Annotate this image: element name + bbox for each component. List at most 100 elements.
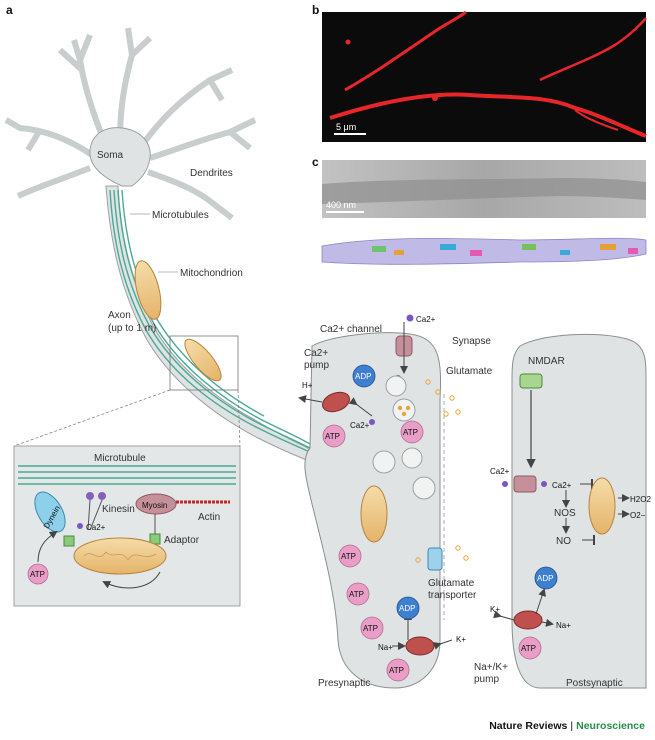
atp-molecule (346, 582, 370, 606)
zoom-box (169, 335, 239, 391)
calcium-ion-label: Ca2+ (416, 315, 436, 324)
h2o2-label: H2O2 (630, 495, 651, 504)
calcium-pump-label-1: Ca2+ (304, 348, 328, 359)
superoxide-label: O2− (630, 511, 646, 520)
inset-atp-label: ATP (30, 570, 45, 579)
potassium-label-pre: K+ (456, 635, 466, 644)
atp-label-1: ATP (325, 432, 340, 441)
calcium-channel-label: Ca2+ channel (320, 324, 382, 335)
dendrite (146, 169, 234, 221)
atp-label-7: ATP (521, 644, 536, 653)
atp-molecule (360, 616, 384, 640)
adaptor-label: Adaptor (164, 535, 200, 546)
calcium-ion (406, 314, 414, 322)
dynein-motor (34, 491, 66, 533)
microtubule-line (109, 189, 311, 453)
axon-mitochondrion (134, 260, 162, 320)
journal-field: Neuroscience (576, 720, 645, 732)
inset-microtubule-label: Microtubule (94, 453, 146, 464)
kinesin-head (86, 492, 94, 500)
actin-label: Actin (198, 512, 220, 523)
reconstruction-3d (321, 237, 647, 265)
atp-label-3: ATP (341, 552, 356, 561)
axon-mitochondrion (184, 338, 222, 382)
atp-molecule (322, 424, 346, 448)
scale-b-label: 5 μm (336, 122, 356, 132)
pump-label-1: Na+/K+ (474, 662, 508, 673)
credit-separator: | (570, 720, 574, 732)
adaptor-box (63, 535, 75, 547)
journal-name: Nature Reviews (489, 720, 568, 732)
postsynaptic-terminal (511, 333, 647, 689)
mitochondrion-label: Mitochondrion (180, 268, 243, 279)
dendrite (4, 117, 94, 158)
adp-label-1: ADP (355, 372, 371, 381)
calcium-out-label: Ca2+ (350, 421, 370, 430)
synaptic-vesicle (401, 447, 423, 469)
proton-label: H+ (302, 381, 313, 390)
atp-molecule (386, 658, 410, 682)
dendrite (117, 27, 153, 139)
glutamate-label: Glutamate (446, 366, 493, 377)
axon-label: Axon (108, 310, 131, 321)
no-label: NO (556, 536, 571, 547)
panel-letter-c: c (312, 155, 319, 169)
postsynaptic-pump (513, 610, 543, 630)
calcium-pump-label-2: pump (304, 360, 329, 371)
sodium-label-post: Na+ (556, 621, 571, 630)
atp-label-2: ATP (403, 428, 418, 437)
microtubule-line (117, 189, 311, 445)
synaptic-vesicle (372, 450, 396, 474)
postsynaptic-calcium-label-1: Ca2+ (490, 467, 510, 476)
adp-label-3: ADP (537, 574, 553, 583)
presynaptic-label: Presynaptic (318, 678, 370, 689)
journal-credit: Nature Reviews|Neuroscience (489, 720, 645, 732)
dendrite (149, 117, 257, 161)
microtubule-line (113, 189, 311, 449)
sodium-label-pre: Na+ (378, 643, 393, 652)
synapse-drawing: ADP ATP ATP ATP ATP ATP ATP (298, 314, 647, 689)
atp-label-6: ATP (389, 666, 404, 675)
glutamate-transporter-label-2: transporter (428, 590, 477, 601)
postsynaptic-mitochondrion (588, 477, 616, 535)
atp-label-4: ATP (349, 590, 364, 599)
atp-molecule (518, 636, 542, 660)
sodium-potassium-pump (405, 636, 435, 656)
adp-label-2: ADP (399, 604, 415, 613)
synaptic-vesicle (392, 398, 416, 422)
adp-molecule (534, 566, 558, 590)
atp-molecule (400, 420, 424, 444)
postsynaptic-calcium-channel (513, 475, 537, 493)
nos-label: NOS (554, 508, 576, 519)
panel-letter-a: a (6, 3, 13, 17)
dendrites-label: Dendrites (190, 168, 233, 179)
atp-label-5: ATP (363, 624, 378, 633)
inset-calcium-label: Ca2+ (86, 523, 106, 532)
synaptic-vesicle (412, 476, 436, 500)
myosin-label: Myosin (142, 501, 167, 510)
glutamate-transporter (427, 547, 443, 571)
glutamate-transporter-label-1: Glutamate (428, 578, 475, 589)
micrograph-c: 400 nm (321, 160, 647, 265)
postsynaptic-calcium-label-2: Ca2+ (552, 481, 572, 490)
scale-c-label: 400 nm (326, 200, 356, 210)
dendrite (137, 67, 234, 150)
microtubule-line (121, 189, 265, 417)
soma-label: Soma (97, 150, 124, 161)
synapse-label: Synapse (452, 336, 491, 347)
adp-molecule (352, 364, 376, 388)
inset-mitochondrion (73, 537, 167, 575)
transport-inset: Microtubule Dynein Kinesin Myosin Actin … (13, 445, 241, 607)
panel-letter-b: b (312, 3, 319, 17)
atp-molecule (338, 544, 362, 568)
calcium-ion (77, 523, 83, 529)
micrograph-b: 5 μm (322, 10, 647, 142)
potassium-label-post: K+ (490, 605, 500, 614)
atp-molecule (27, 563, 49, 585)
pump-label-2: pump (474, 674, 499, 685)
nmdar-label: NMDAR (528, 356, 565, 367)
nmdar-receptor (519, 373, 543, 389)
soma-body (89, 127, 151, 187)
synaptic-vesicle (385, 375, 407, 397)
